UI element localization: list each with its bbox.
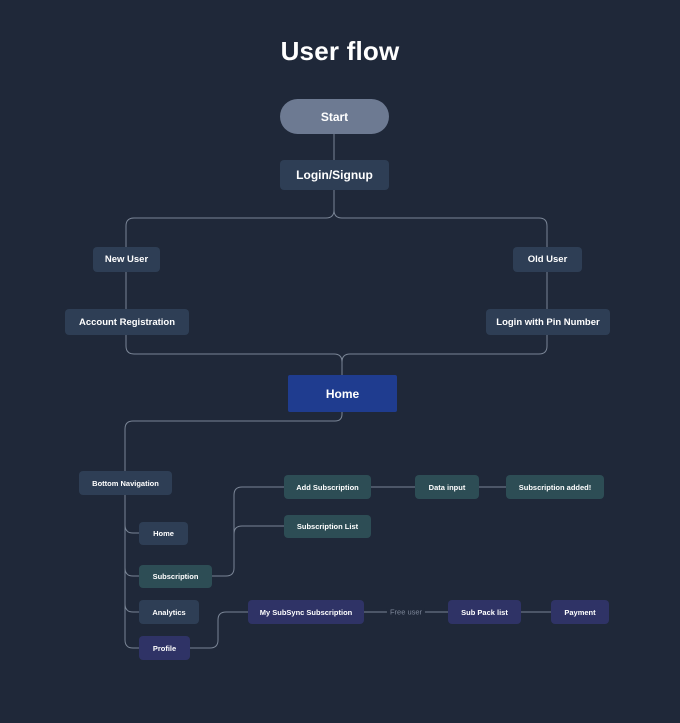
- nav-profile-node: Profile: [139, 636, 190, 660]
- data-input-node: Data input: [415, 475, 479, 499]
- login-pin-node: Login with Pin Number: [486, 309, 610, 335]
- edge-bottom-nav-subscription: [124, 567, 139, 577]
- edge-login-new-user: [125, 190, 335, 247]
- login-signup-node: Login/Signup: [280, 160, 389, 190]
- edge-home-bottom-nav: [124, 412, 343, 471]
- edge-subscription-list: [233, 525, 284, 535]
- edge-subscription-add: [212, 486, 284, 577]
- edge-bottom-nav-analytics: [124, 603, 139, 613]
- start-node: Start: [280, 99, 389, 134]
- nav-subscription-node: Subscription: [139, 565, 212, 588]
- old-user-node: Old User: [513, 247, 582, 272]
- bottom-navigation-node: Bottom Navigation: [79, 471, 172, 495]
- account-registration-node: Account Registration: [65, 309, 189, 335]
- free-user-edge-label: Free user: [386, 607, 426, 617]
- edge-bottom-nav-home: [124, 524, 139, 534]
- my-subsync-subscription-node: My SubSync Subscription: [248, 600, 364, 624]
- home-node: Home: [288, 375, 397, 412]
- sub-pack-list-node: Sub Pack list: [448, 600, 521, 624]
- edge-registration-home: [125, 335, 343, 375]
- nav-analytics-node: Analytics: [139, 600, 199, 624]
- subscription-added-node: Subscription added!: [506, 475, 604, 499]
- nav-home-node: Home: [139, 522, 188, 545]
- edge-pin-home: [341, 335, 548, 363]
- edge-login-old-user: [333, 209, 548, 247]
- edge-bottom-nav-items: [124, 495, 139, 649]
- new-user-node: New User: [93, 247, 160, 272]
- edge-profile-subsync: [190, 611, 248, 649]
- add-subscription-node: Add Subscription: [284, 475, 371, 499]
- subscription-list-node: Subscription List: [284, 515, 371, 538]
- payment-node: Payment: [551, 600, 609, 624]
- page-title: User flow: [280, 36, 400, 66]
